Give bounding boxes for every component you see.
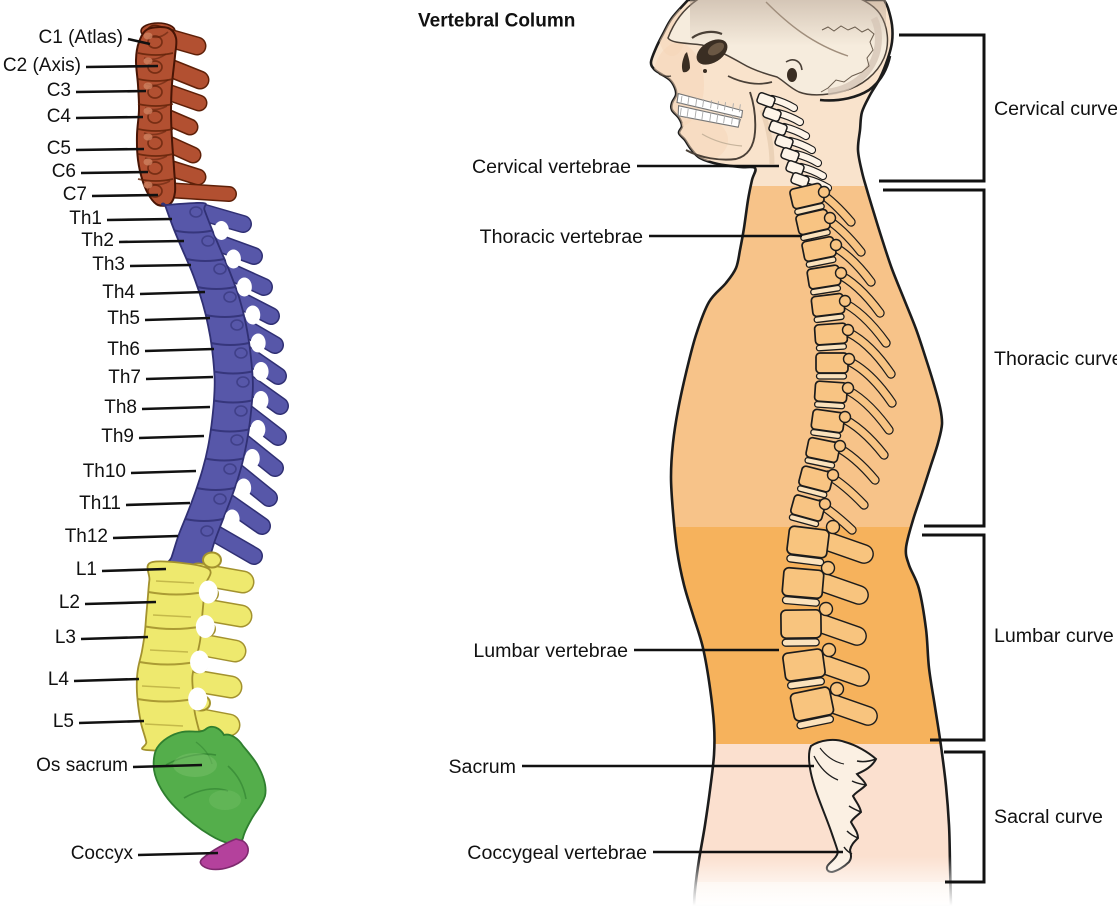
svg-text:Lumbar vertebrae: Lumbar vertebrae <box>473 640 628 662</box>
svg-text:Th6: Th6 <box>107 339 140 360</box>
svg-text:Lumbar curve: Lumbar curve <box>994 625 1114 647</box>
svg-text:L3: L3 <box>55 627 76 648</box>
svg-text:Coccygeal vertebrae: Coccygeal vertebrae <box>467 842 647 864</box>
svg-text:L2: L2 <box>59 592 80 613</box>
svg-text:Cervical curve: Cervical curve <box>994 98 1117 120</box>
svg-text:L5: L5 <box>53 711 74 732</box>
svg-text:L1: L1 <box>76 559 97 580</box>
svg-text:Th5: Th5 <box>107 308 140 329</box>
svg-text:Th7: Th7 <box>108 367 141 388</box>
svg-text:Vertebral Column: Vertebral Column <box>418 11 575 32</box>
svg-text:C4: C4 <box>47 106 72 127</box>
svg-text:C3: C3 <box>47 80 71 101</box>
svg-text:C6: C6 <box>52 161 76 182</box>
svg-text:Th4: Th4 <box>102 282 135 303</box>
svg-text:L4: L4 <box>48 669 70 690</box>
svg-text:C2 (Axis): C2 (Axis) <box>3 55 81 76</box>
svg-text:C1 (Atlas): C1 (Atlas) <box>39 27 123 48</box>
svg-text:Th12: Th12 <box>65 526 108 547</box>
svg-text:Cervical vertebrae: Cervical vertebrae <box>472 156 631 178</box>
svg-text:Thoracic curve: Thoracic curve <box>994 348 1117 370</box>
svg-text:Os sacrum: Os sacrum <box>36 755 128 776</box>
svg-text:Th8: Th8 <box>104 397 137 418</box>
svg-text:Th2: Th2 <box>81 230 114 251</box>
svg-text:Thoracic vertebrae: Thoracic vertebrae <box>480 226 643 248</box>
svg-text:Th3: Th3 <box>92 254 125 275</box>
svg-text:Th11: Th11 <box>79 493 121 514</box>
svg-text:Th10: Th10 <box>83 461 126 482</box>
svg-text:Sacral curve: Sacral curve <box>994 806 1103 828</box>
svg-text:Coccyx: Coccyx <box>71 843 134 864</box>
svg-text:Th1: Th1 <box>69 208 102 229</box>
svg-text:Sacrum: Sacrum <box>448 756 516 778</box>
svg-text:C7: C7 <box>63 184 87 205</box>
svg-text:Th9: Th9 <box>101 426 134 447</box>
svg-text:C5: C5 <box>47 138 71 159</box>
